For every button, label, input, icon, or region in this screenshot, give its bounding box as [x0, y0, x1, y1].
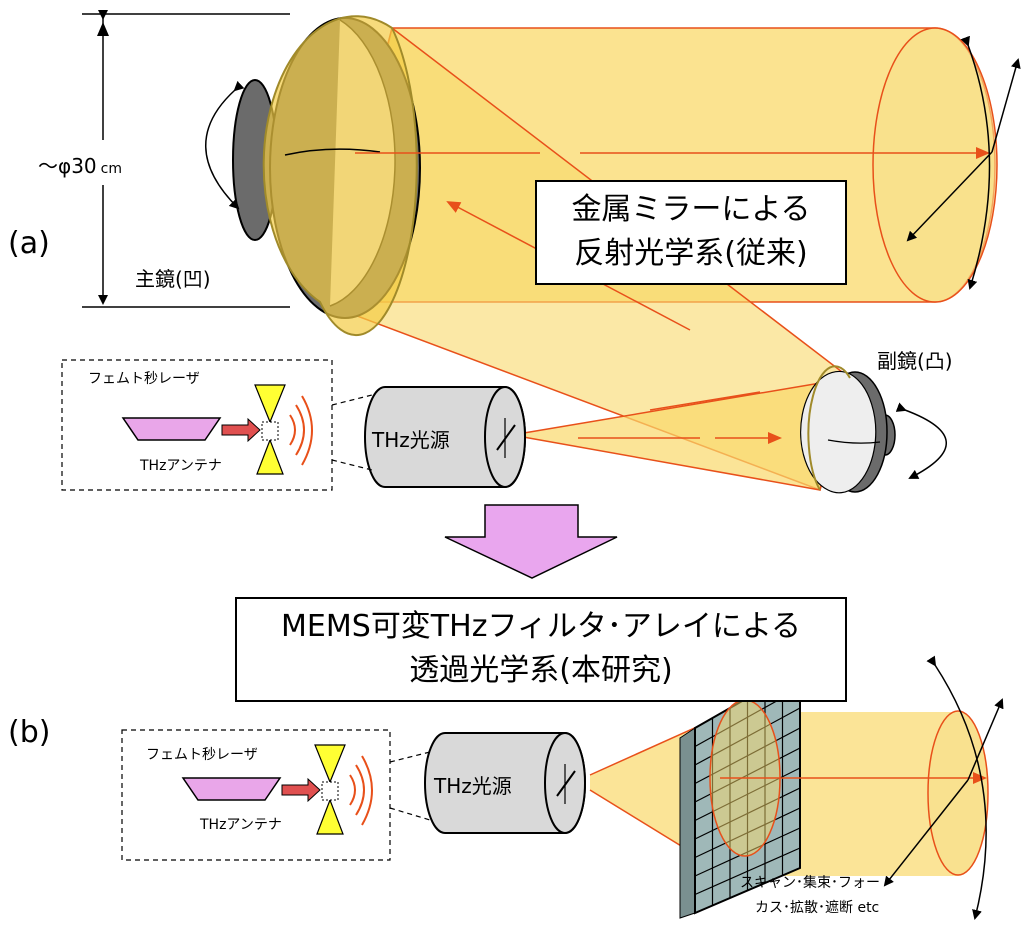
secondary-mirror-label: 副鏡(凸)	[877, 349, 953, 373]
antenna-label-a: THzアンテナ	[140, 458, 222, 474]
primary-mirror-label: 主鏡(凹)	[135, 267, 211, 291]
laser-label-b: フェムト秒レーザ	[146, 747, 258, 763]
secondary-rotation-arrow	[895, 402, 947, 479]
proposed-title-box: MEMS可変THzフィルタ･アレイによる 透過光学系(本研究)	[235, 597, 847, 702]
laser-antenna-inset-a	[61, 359, 373, 491]
antenna-label-b: THzアンテナ	[200, 817, 282, 833]
thz-source-a	[364, 386, 526, 488]
laser-label-a: フェムト秒レーザ	[88, 371, 200, 387]
proposed-title-line2: 透過光学系(本研究)	[409, 653, 673, 688]
panel-a-label: (a)	[8, 226, 50, 261]
conventional-title-line1: 金属ミラーによる	[571, 192, 811, 227]
conventional-title-box: 金属ミラーによる 反射光学系(従来)	[535, 180, 847, 285]
thz-source-label-a: THz光源	[372, 428, 450, 452]
transition-arrow	[444, 504, 618, 579]
dimension-indicator	[82, 10, 290, 308]
wavefront-arrows-b	[883, 655, 1004, 920]
proposed-title-line1: MEMS可変THzフィルタ･アレイによる	[281, 609, 801, 644]
thz-source-b	[424, 732, 586, 834]
mems-filter-array	[679, 666, 987, 919]
thz-source-label-b: THz光源	[434, 774, 512, 798]
conventional-title-line2: 反射光学系(従来)	[574, 236, 808, 271]
panel-b-label: (b)	[8, 715, 51, 750]
laser-antenna-inset-b	[121, 729, 431, 861]
secondary-mirror	[800, 365, 896, 494]
filter-grid-row-line	[694, 847, 801, 896]
function-label-line2: カス･拡散･遮断 etc	[755, 900, 880, 916]
primary-rotation-arrow	[205, 80, 245, 210]
function-label-line1: スキャン･集束･フォー	[740, 875, 880, 891]
wavefront-arrows	[906, 35, 1021, 290]
primary-mirror	[232, 15, 421, 337]
